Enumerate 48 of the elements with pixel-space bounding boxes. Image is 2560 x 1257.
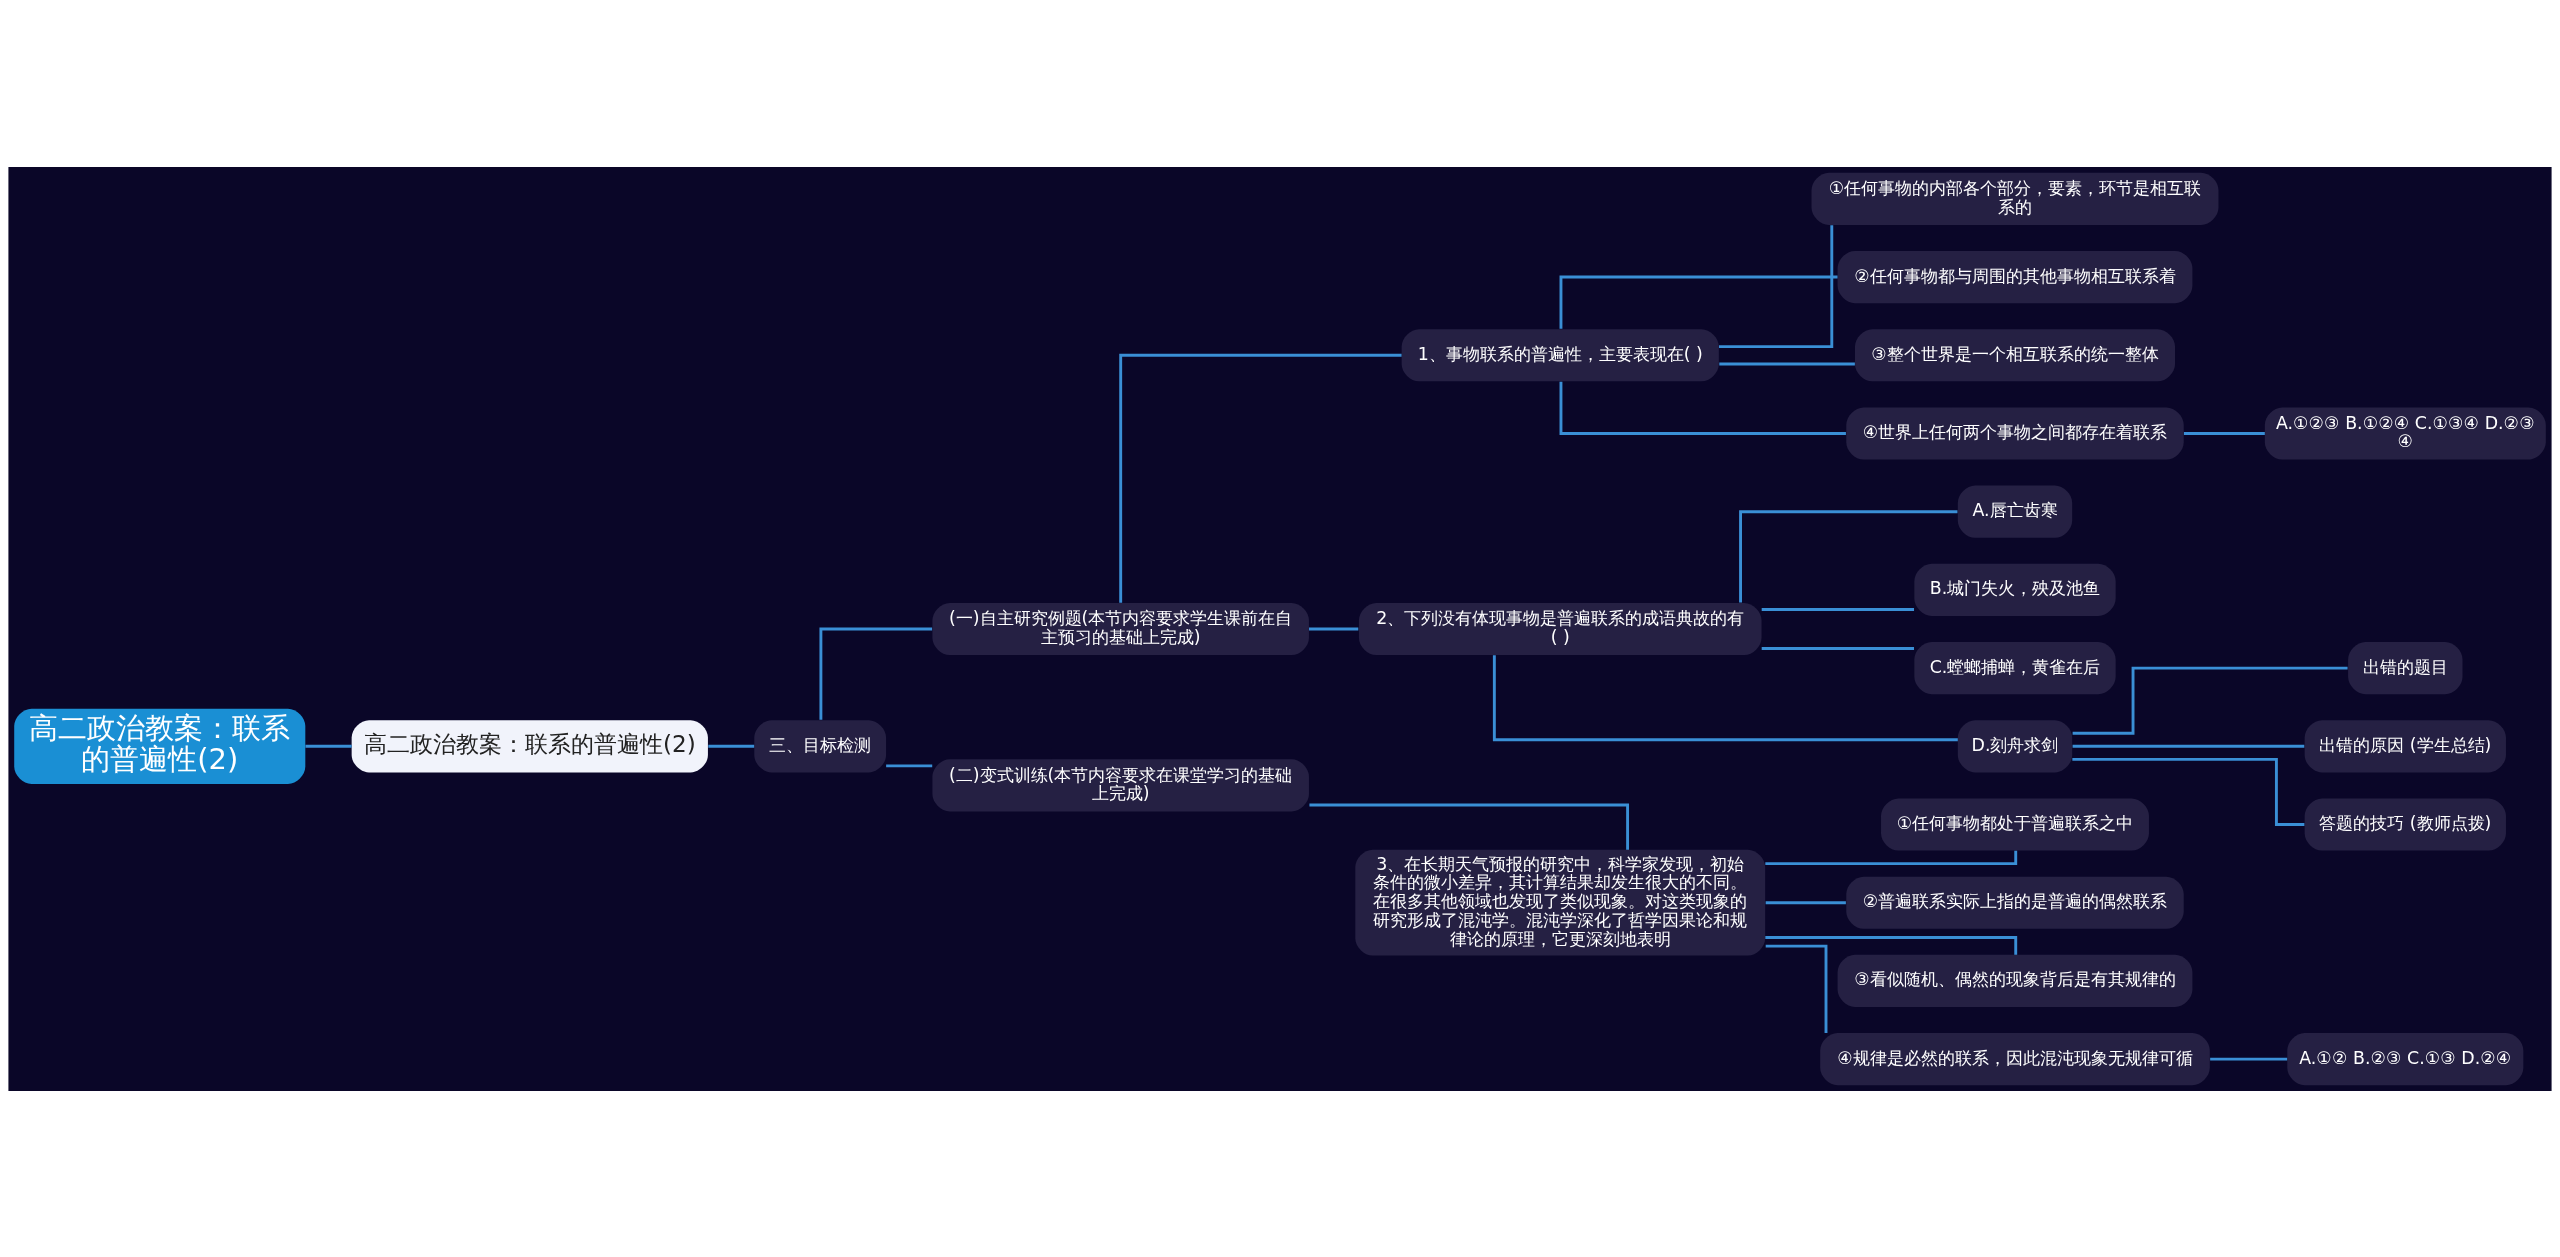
node-box: A.①②③ B.①②④ C.①③④ D.②③④ bbox=[2264, 406, 2546, 460]
node-box: A.唇亡齿寒 bbox=[1957, 485, 2073, 538]
node-box: 答题的技巧 (教师点拨) bbox=[2304, 797, 2506, 851]
connector bbox=[2072, 744, 2305, 748]
connector bbox=[1761, 646, 1915, 650]
connector bbox=[2072, 666, 2348, 735]
node-box: 2、下列没有体现事物是普遍联系的成语典故的有( ) bbox=[1358, 602, 1762, 655]
node-box: ①任何事物的内部各个部分，要素，环节是相互联系的 bbox=[1811, 172, 2219, 225]
node-box: 高二政治教案：联系的普遍性(2) bbox=[14, 708, 306, 784]
connector bbox=[708, 744, 755, 748]
node-box: (二)变式训练(本节内容要求在课堂学习的基础上完成) bbox=[932, 758, 1309, 811]
node-box: 3、在长期天气预报的研究中，科学家发现，初始条件的微小差异，其计算结果却发生很大的不同。在很多其他领域也发现了类似现象。对这类现象的研究形成了混沌学。混沌学深化了哲学因果论和规律论的原理，它更深刻地表明 bbox=[1355, 849, 1766, 956]
node-box: 高二政治教案：联系的普遍性(2) bbox=[351, 719, 708, 772]
connector bbox=[1492, 654, 1958, 741]
connector bbox=[1309, 627, 1359, 630]
connector bbox=[1765, 900, 1846, 904]
connector bbox=[1739, 509, 1958, 602]
node-box: B.城门失火，殃及池鱼 bbox=[1914, 563, 2116, 616]
node-box: A.①② B.②③ C.①③ D.②④ bbox=[2287, 1032, 2524, 1085]
connector bbox=[1559, 381, 1846, 435]
node-box: D.刻舟求剑 bbox=[1957, 719, 2073, 772]
connector bbox=[2183, 431, 2265, 435]
node-box: (一)自主研究例题(本节内容要求学生课前在自主预习的基础上完成) bbox=[932, 602, 1309, 655]
connector bbox=[305, 744, 352, 748]
connector bbox=[1719, 224, 1834, 348]
connector bbox=[886, 763, 933, 767]
node-box: 三、目标检测 bbox=[754, 719, 887, 772]
node-box: ①任何事物都处于普遍联系之中 bbox=[1881, 797, 2149, 851]
node-box: ②任何事物都与周围的其他事物相互联系着 bbox=[1837, 250, 2193, 303]
connector bbox=[1309, 803, 1630, 850]
connector bbox=[1719, 362, 1855, 365]
connector bbox=[1761, 607, 1915, 611]
connector bbox=[1765, 850, 2018, 865]
node-box: ②普遍联系实际上指的是普遍的偶然联系 bbox=[1846, 876, 2184, 929]
connector bbox=[819, 627, 933, 720]
node-box: ③看似随机、偶然的现象背后是有其规律的 bbox=[1837, 954, 2193, 1007]
node-box: 出错的原因 (学生总结) bbox=[2304, 719, 2506, 772]
node-box: C.螳螂捕蝉，黄雀在后 bbox=[1914, 641, 2116, 694]
node-box: ④世界上任何两个事物之间都存在着联系 bbox=[1846, 406, 2184, 460]
connector bbox=[1119, 353, 1402, 603]
connector bbox=[1765, 944, 1828, 1033]
connector bbox=[1559, 275, 1838, 329]
node-box: 1、事物联系的普遍性，主要表现在( ) bbox=[1401, 328, 1719, 381]
node-box: ④规律是必然的联系，因此混沌现象无规律可循 bbox=[1820, 1032, 2210, 1085]
node-box: ③整个世界是一个相互联系的统一整体 bbox=[1854, 328, 2176, 381]
node-box: 出错的题目 bbox=[2348, 641, 2463, 694]
connector bbox=[1765, 935, 2018, 955]
connector bbox=[2210, 1057, 2288, 1061]
